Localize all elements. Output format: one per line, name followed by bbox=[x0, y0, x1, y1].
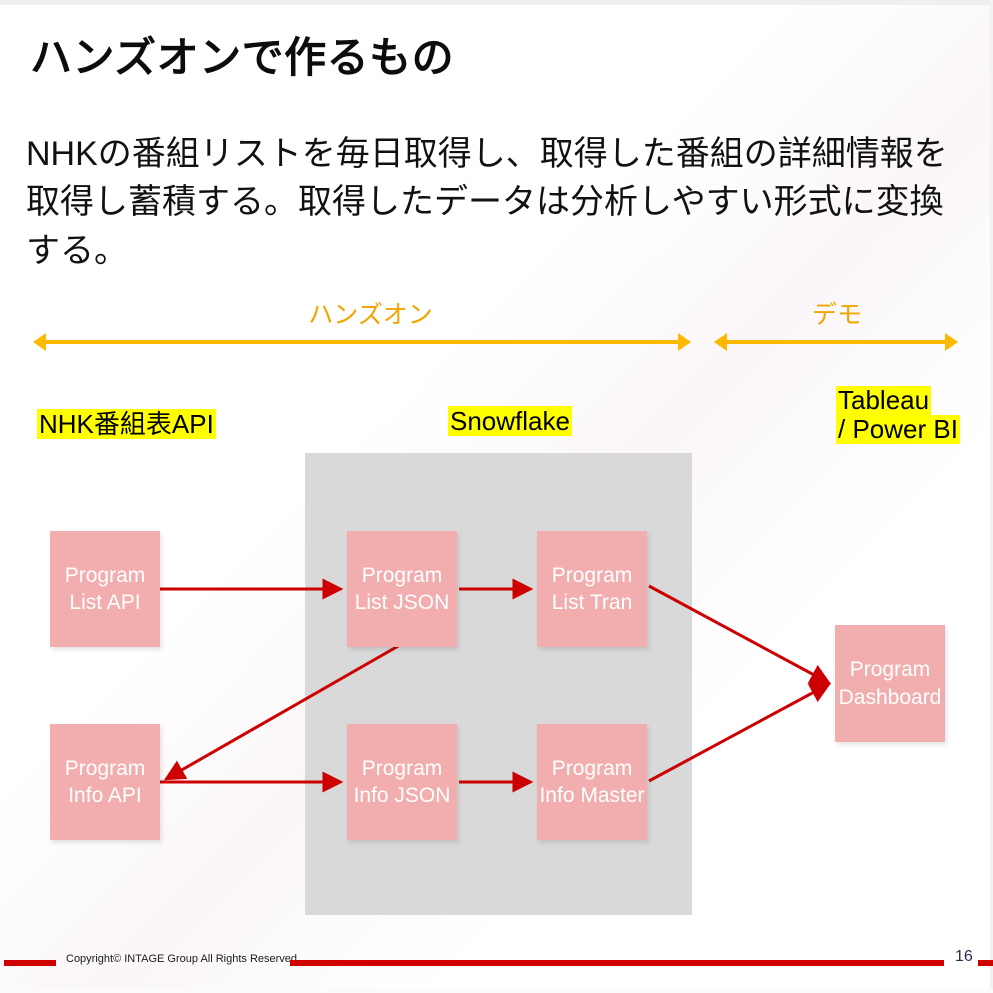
footer-page-number: 16 bbox=[955, 948, 973, 965]
top-edge-strip bbox=[0, 0, 993, 5]
node-label-line1: Program bbox=[361, 563, 443, 587]
label-warehouse-text: Snowflake bbox=[448, 406, 572, 436]
node-label-line2: List Tran bbox=[551, 591, 633, 614]
node-program-info-master[interactable]: Program Info Master bbox=[537, 724, 647, 840]
node-program-list-api[interactable]: Program List API bbox=[50, 531, 160, 647]
node-label-line1: Program bbox=[361, 756, 443, 780]
phase-arrow-handson bbox=[33, 331, 691, 353]
node-label-line2: List JSON bbox=[354, 591, 450, 614]
phase-label-handson: ハンズオン bbox=[308, 301, 433, 329]
node-label-line1: Program bbox=[64, 756, 146, 780]
node-label-line2: Info JSON bbox=[353, 784, 451, 807]
label-warehouse: Snowflake bbox=[448, 406, 572, 437]
footer-rule-right bbox=[978, 960, 993, 966]
footer-rule-center bbox=[290, 960, 944, 966]
phase-label-demo: デモ bbox=[811, 301, 862, 329]
node-label-line1: Program bbox=[551, 563, 633, 587]
label-bi-tools: Tableau / Power BI bbox=[836, 385, 960, 445]
arrow-head-left-icon bbox=[714, 333, 727, 351]
arrow-shaft bbox=[723, 340, 949, 344]
node-label-line2: Info Master bbox=[539, 784, 645, 807]
node-label-line2: List API bbox=[69, 591, 141, 614]
footer-copyright: Copyright© INTAGE Group All Rights Reser… bbox=[66, 953, 301, 965]
arrow-head-right-icon bbox=[945, 333, 958, 351]
bottom-edge-strip bbox=[0, 989, 993, 993]
arrow-head-left-icon bbox=[33, 333, 46, 351]
page-description: NHKの番組リストを毎日取得し、取得した番組の詳細情報を取得し蓄積する。取得した… bbox=[26, 135, 948, 270]
arrow-shaft bbox=[42, 340, 682, 344]
label-bi-tools-line2: / Power BI bbox=[836, 414, 960, 445]
node-program-info-json[interactable]: Program Info JSON bbox=[347, 724, 457, 840]
node-program-list-json[interactable]: Program List JSON bbox=[347, 531, 457, 647]
node-label-line2: Dashboard bbox=[838, 685, 942, 709]
footer-rule-left bbox=[4, 960, 56, 966]
node-label-line1: Program bbox=[551, 756, 633, 780]
node-program-info-api[interactable]: Program Info API bbox=[50, 724, 160, 840]
page-title: ハンズオンで作るもの bbox=[30, 34, 455, 81]
right-edge-strip bbox=[990, 0, 993, 993]
arrow-head-right-icon bbox=[678, 333, 691, 351]
node-program-list-tran[interactable]: Program List Tran bbox=[537, 531, 647, 647]
node-label-line1: Program bbox=[849, 658, 931, 682]
node-label-line1: Program bbox=[64, 563, 146, 587]
node-label-line2: Info API bbox=[68, 784, 142, 807]
phase-arrow-demo bbox=[714, 331, 958, 353]
node-program-dashboard[interactable]: Program Dashboard bbox=[835, 625, 945, 742]
label-source-api: NHK番組表API bbox=[37, 404, 216, 441]
warehouse-panel bbox=[305, 453, 692, 915]
label-bi-tools-line1: Tableau bbox=[836, 385, 932, 416]
label-source-api-text: NHK番組表API bbox=[37, 409, 216, 439]
